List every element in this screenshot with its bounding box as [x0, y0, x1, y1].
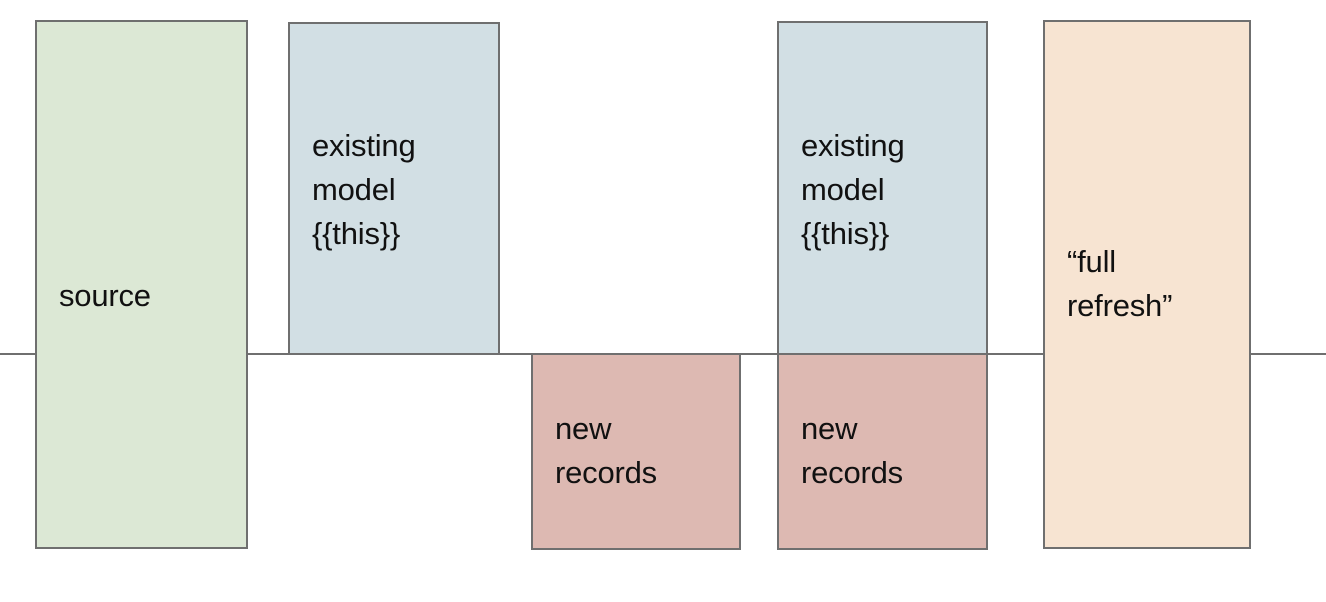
existing-model-box-1[interactable]: existing model {{this}}	[288, 22, 500, 355]
new-records-box-2[interactable]: new records	[777, 353, 988, 550]
full-refresh-box-label: “full refresh”	[1067, 244, 1173, 324]
full-refresh-box[interactable]: “full refresh”	[1043, 20, 1251, 549]
new-records-box-2-label: new records	[801, 411, 903, 491]
source-box[interactable]: source	[35, 20, 248, 549]
existing-model-box-1-label: existing model {{this}}	[312, 128, 416, 252]
source-box-label: source	[59, 278, 151, 313]
existing-model-box-2-label: existing model {{this}}	[801, 128, 905, 252]
existing-model-box-2[interactable]: existing model {{this}}	[777, 21, 988, 355]
new-records-box-1-label: new records	[555, 411, 657, 491]
new-records-box-1[interactable]: new records	[531, 353, 741, 550]
